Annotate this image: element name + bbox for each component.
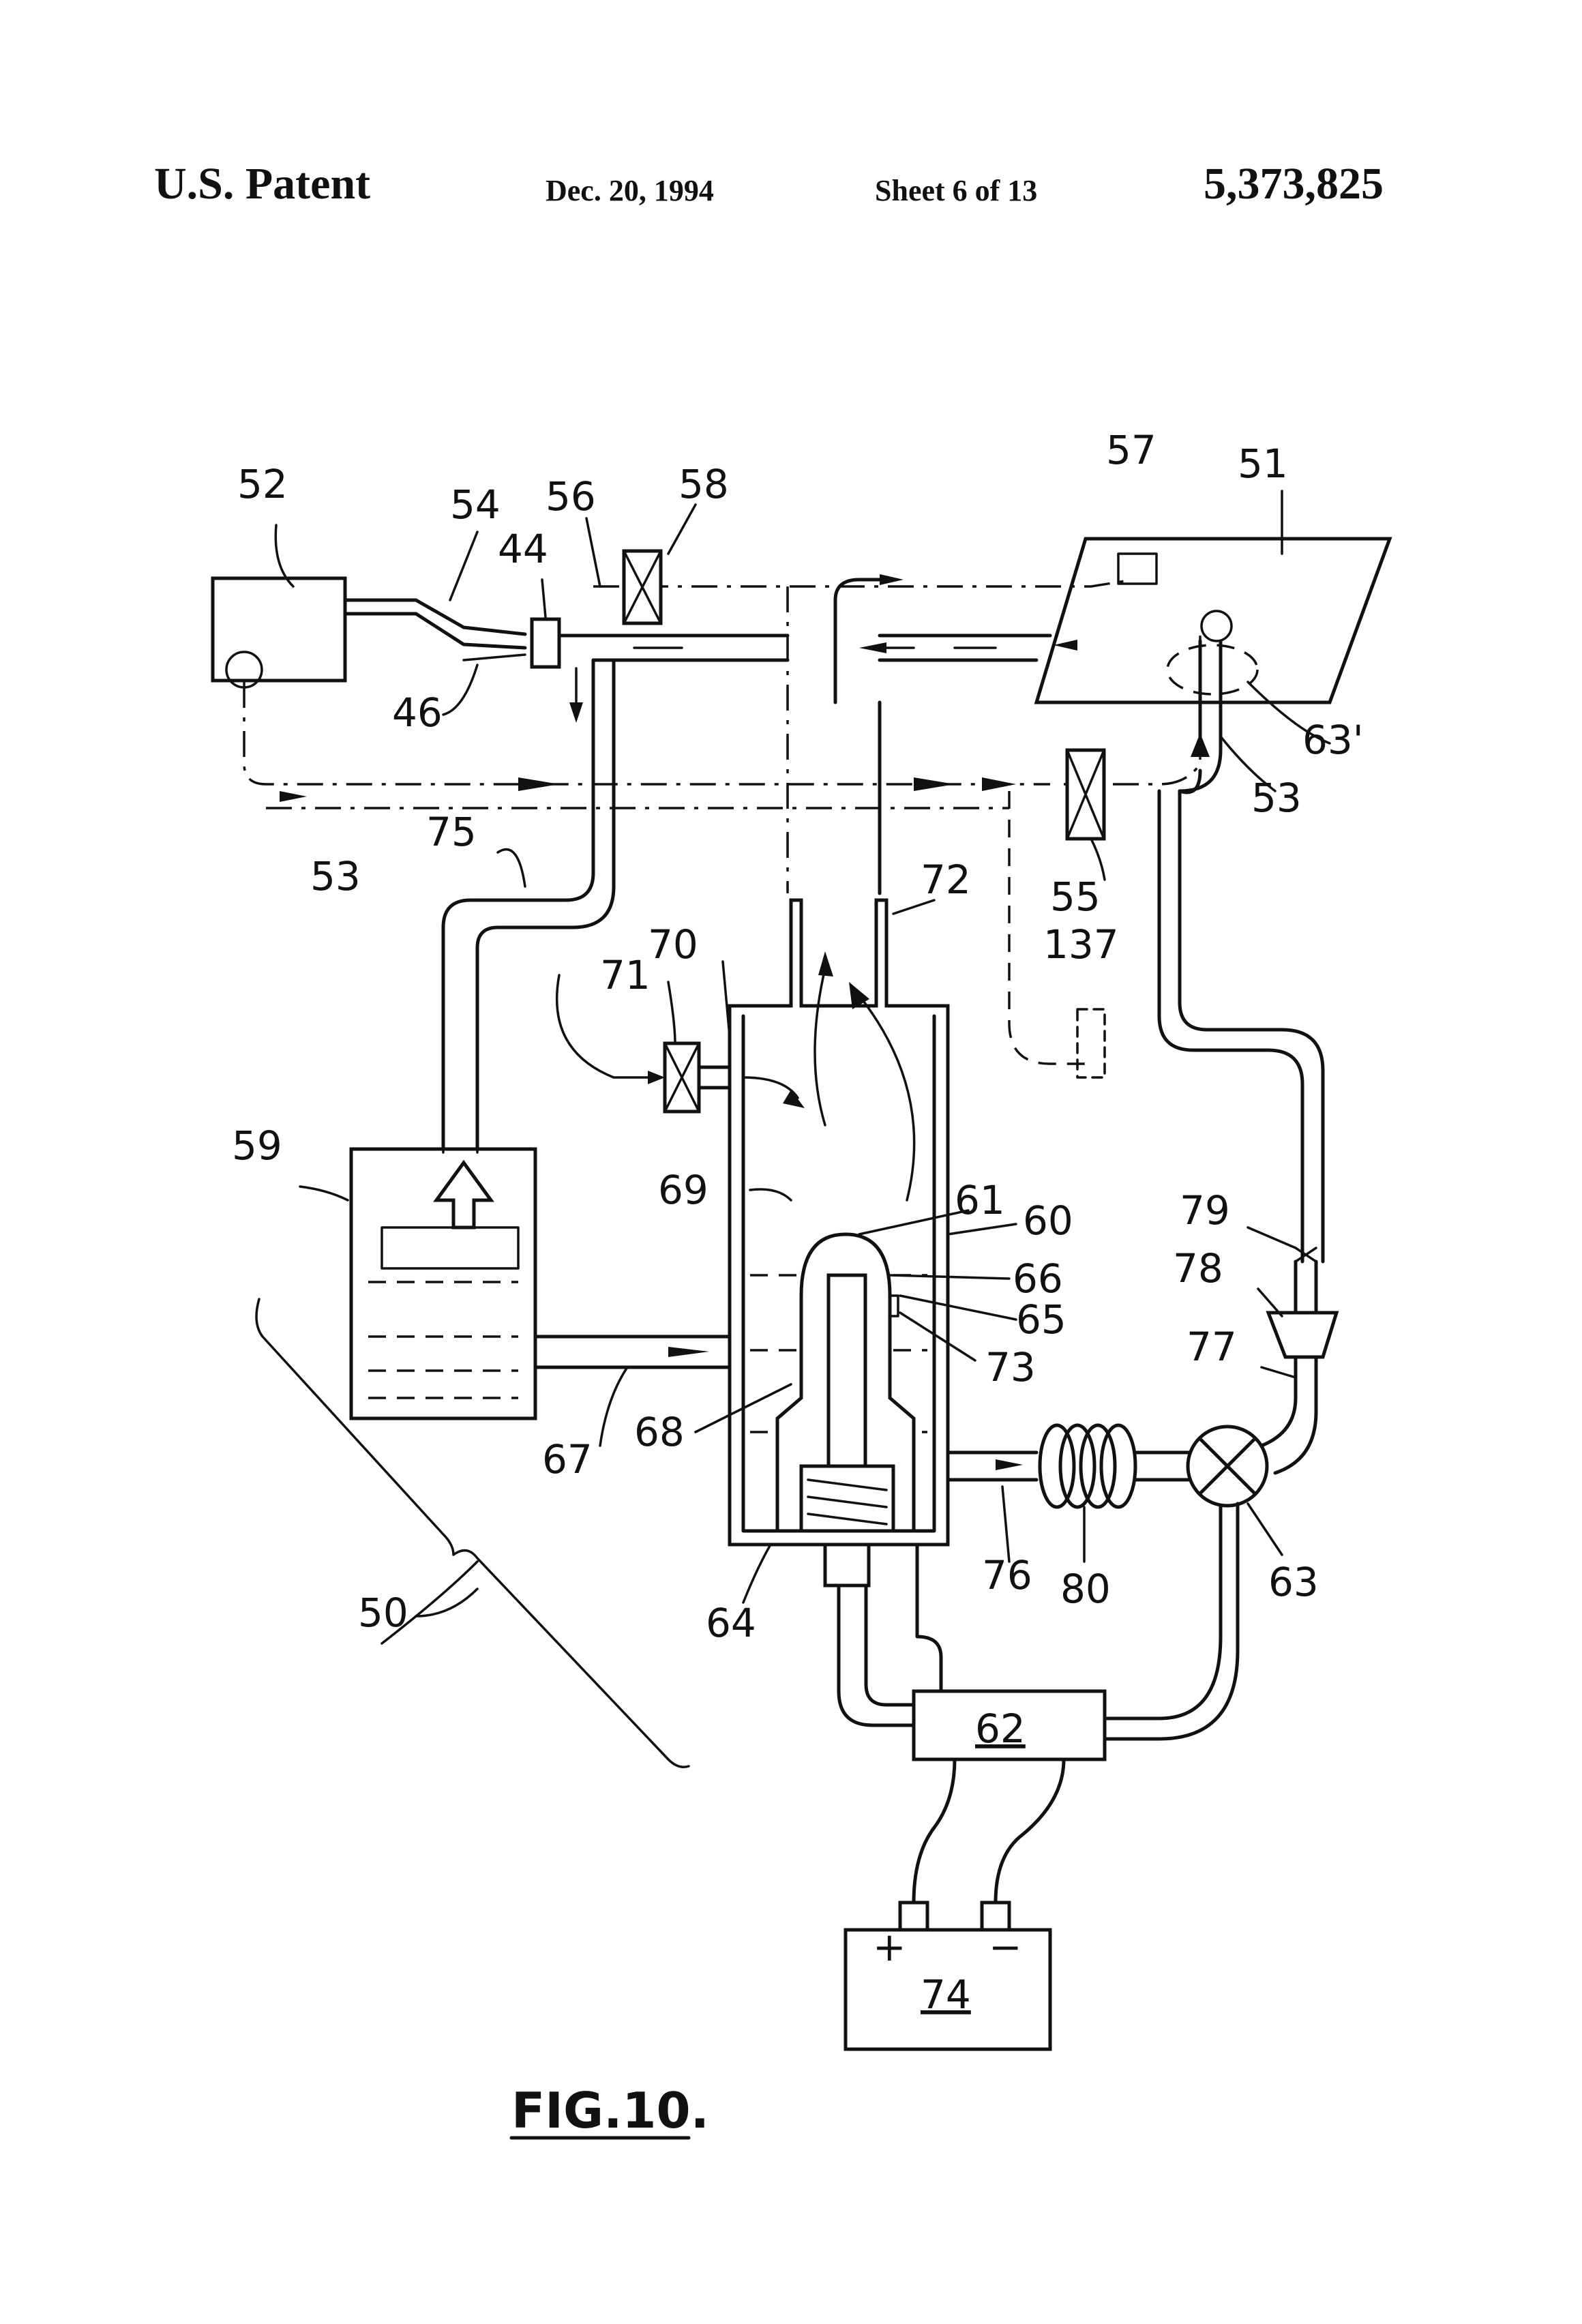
label-63: 63 bbox=[1268, 1559, 1319, 1605]
label-137: 137 bbox=[1043, 921, 1119, 968]
label-58: 58 bbox=[678, 461, 729, 507]
label-60: 60 bbox=[1023, 1197, 1073, 1244]
battery-plus: + bbox=[873, 1924, 906, 1970]
label-73: 73 bbox=[985, 1344, 1036, 1390]
label-75: 75 bbox=[426, 809, 477, 855]
label-63-prime: 63' bbox=[1302, 717, 1364, 763]
label-56: 56 bbox=[546, 473, 596, 520]
battery-minus: − bbox=[989, 1924, 1022, 1970]
label-54: 54 bbox=[450, 481, 501, 528]
label-78: 78 bbox=[1173, 1245, 1223, 1292]
reservoir-52 bbox=[213, 578, 345, 681]
label-66: 66 bbox=[1013, 1255, 1063, 1302]
label-50: 50 bbox=[358, 1590, 408, 1636]
junction-44 bbox=[532, 619, 559, 667]
label-51: 51 bbox=[1238, 441, 1288, 487]
nozzle-78 bbox=[1268, 1313, 1337, 1357]
label-62: 62 bbox=[975, 1705, 1026, 1752]
label-53-right: 53 bbox=[1251, 775, 1302, 821]
label-76: 76 bbox=[982, 1552, 1032, 1598]
label-71: 71 bbox=[600, 952, 651, 998]
label-67: 67 bbox=[542, 1436, 593, 1483]
sensor-137 bbox=[1077, 1009, 1105, 1077]
label-52: 52 bbox=[237, 461, 288, 507]
label-68: 68 bbox=[634, 1409, 685, 1455]
label-46: 46 bbox=[392, 689, 443, 736]
label-69: 69 bbox=[658, 1167, 708, 1213]
heat-exchanger-51 bbox=[1036, 539, 1390, 702]
label-77: 77 bbox=[1186, 1324, 1237, 1370]
pump-63 bbox=[1188, 1427, 1267, 1506]
label-70: 70 bbox=[648, 921, 698, 968]
label-44: 44 bbox=[498, 526, 548, 572]
label-57: 57 bbox=[1106, 427, 1156, 473]
label-80: 80 bbox=[1060, 1566, 1111, 1612]
label-61: 61 bbox=[955, 1177, 1005, 1223]
label-55: 55 bbox=[1050, 874, 1101, 920]
label-53-left: 53 bbox=[310, 853, 361, 899]
figure-caption: FIG.10. bbox=[511, 2082, 709, 2139]
label-59: 59 bbox=[232, 1122, 282, 1169]
label-74: 74 bbox=[921, 1971, 971, 2018]
label-64: 64 bbox=[706, 1600, 756, 1646]
label-79: 79 bbox=[1180, 1187, 1230, 1234]
coil-80 bbox=[1040, 1425, 1135, 1507]
label-72: 72 bbox=[921, 856, 971, 903]
label-65: 65 bbox=[1016, 1296, 1066, 1343]
